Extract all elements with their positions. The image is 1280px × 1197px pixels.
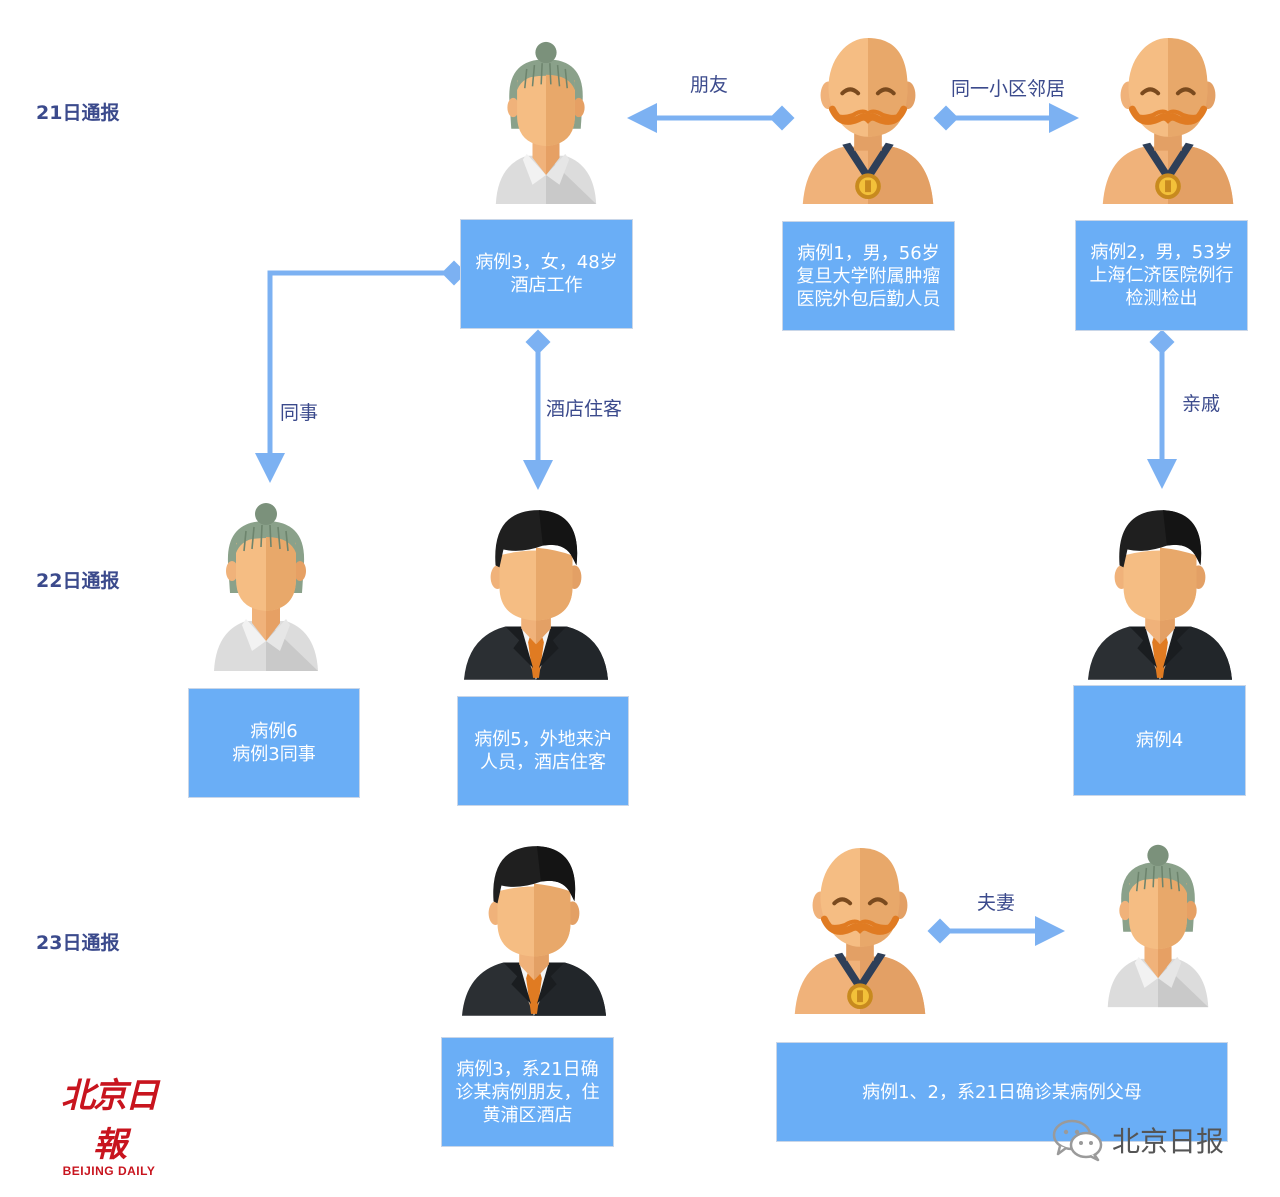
- day-label-22: 22日通报: [36, 570, 120, 592]
- case-box-case1-2-parents: 病例1、2，系21日确诊某病例父母: [776, 1042, 1228, 1142]
- day-label-21: 21日通报: [36, 102, 120, 124]
- day-label-23: 23日通报: [36, 932, 120, 954]
- case-box-case3-hotel-worker: 病例3，女，48岁 酒店工作: [460, 219, 633, 329]
- case-box-case4: 病例4: [1073, 685, 1246, 796]
- wechat-icon: [1052, 1119, 1103, 1162]
- case-box-line: 病例3同事: [232, 744, 316, 765]
- woman-avatar-icon: [488, 40, 604, 204]
- watermark-account-name: 北京日报: [1112, 1125, 1225, 1158]
- relation-label-friend: 朋友: [690, 74, 729, 96]
- woman-avatar-icon: [1100, 842, 1216, 1008]
- relation-label-relative: 亲戚: [1182, 393, 1221, 415]
- case-box-line: 复旦大学附属肿瘤: [796, 265, 941, 287]
- arrow-colleague: [255, 260, 467, 483]
- case-box-line: 上海仁济医院例行: [1089, 265, 1234, 286]
- relation-label-neighbor: 同一小区邻居: [951, 78, 1066, 100]
- case-box-case6: 病例6 病例3同事: [188, 688, 360, 798]
- logo-chinese-text: 北京日報: [61, 1076, 159, 1165]
- case-box-line: 病例6: [250, 721, 298, 742]
- elder-man-avatar-icon: [1098, 36, 1238, 204]
- elder-man-avatar-icon: [798, 36, 938, 204]
- case-box-case1: 病例1，男，56岁 复旦大学附属肿瘤 医院外包后勤人员: [782, 221, 955, 331]
- case-box-line: 黄浦区酒店: [482, 1104, 573, 1126]
- case-box-line: 医院外包后勤人员: [796, 288, 941, 310]
- case-box-line: 病例2，男，53岁: [1090, 242, 1233, 263]
- case-box-line: 病例1，男，56岁: [797, 242, 940, 264]
- elder-man-avatar-icon: [790, 846, 930, 1014]
- beijing-daily-logo: 北京日報 BEIJING DAILY: [54, 1068, 164, 1178]
- case-box-case2: 病例2，男，53岁 上海仁济医院例行 检测检出: [1075, 220, 1248, 331]
- logo-english-text: BEIJING DAILY: [62, 1164, 156, 1178]
- case-box-line: 酒店工作: [510, 275, 583, 296]
- business-man-avatar-icon: [460, 838, 608, 1016]
- case-box-case5: 病例5，外地来沪 人员，酒店住客: [457, 696, 629, 806]
- business-man-avatar-icon: [462, 502, 610, 680]
- case-box-line: 诊某病例朋友，住: [455, 1081, 600, 1103]
- case-box-line: 人员，酒店住客: [480, 752, 606, 773]
- wechat-watermark: 北京日报: [1052, 1118, 1224, 1162]
- case-box-line: 病例1、2，系21日确诊某病例父母: [862, 1081, 1142, 1103]
- case-box-line: 检测检出: [1125, 288, 1198, 309]
- case-box-case3-hotel-guest: 病例3，系21日确 诊某病例朋友，住 黄浦区酒店: [441, 1037, 614, 1147]
- business-man-avatar-icon: [1086, 502, 1234, 680]
- case-box-line: 病例4: [1135, 730, 1184, 751]
- relation-label-hotel-guest: 酒店住客: [546, 398, 623, 420]
- woman-avatar-icon: [206, 500, 326, 672]
- relation-label-colleague: 同事: [280, 402, 319, 424]
- case-box-line: 病例3，系21日确: [456, 1058, 599, 1080]
- case-box-line: 病例5，外地来沪: [474, 729, 612, 750]
- relation-label-spouse: 夫妻: [977, 892, 1016, 914]
- case-box-line: 病例3，女，48岁: [475, 252, 618, 273]
